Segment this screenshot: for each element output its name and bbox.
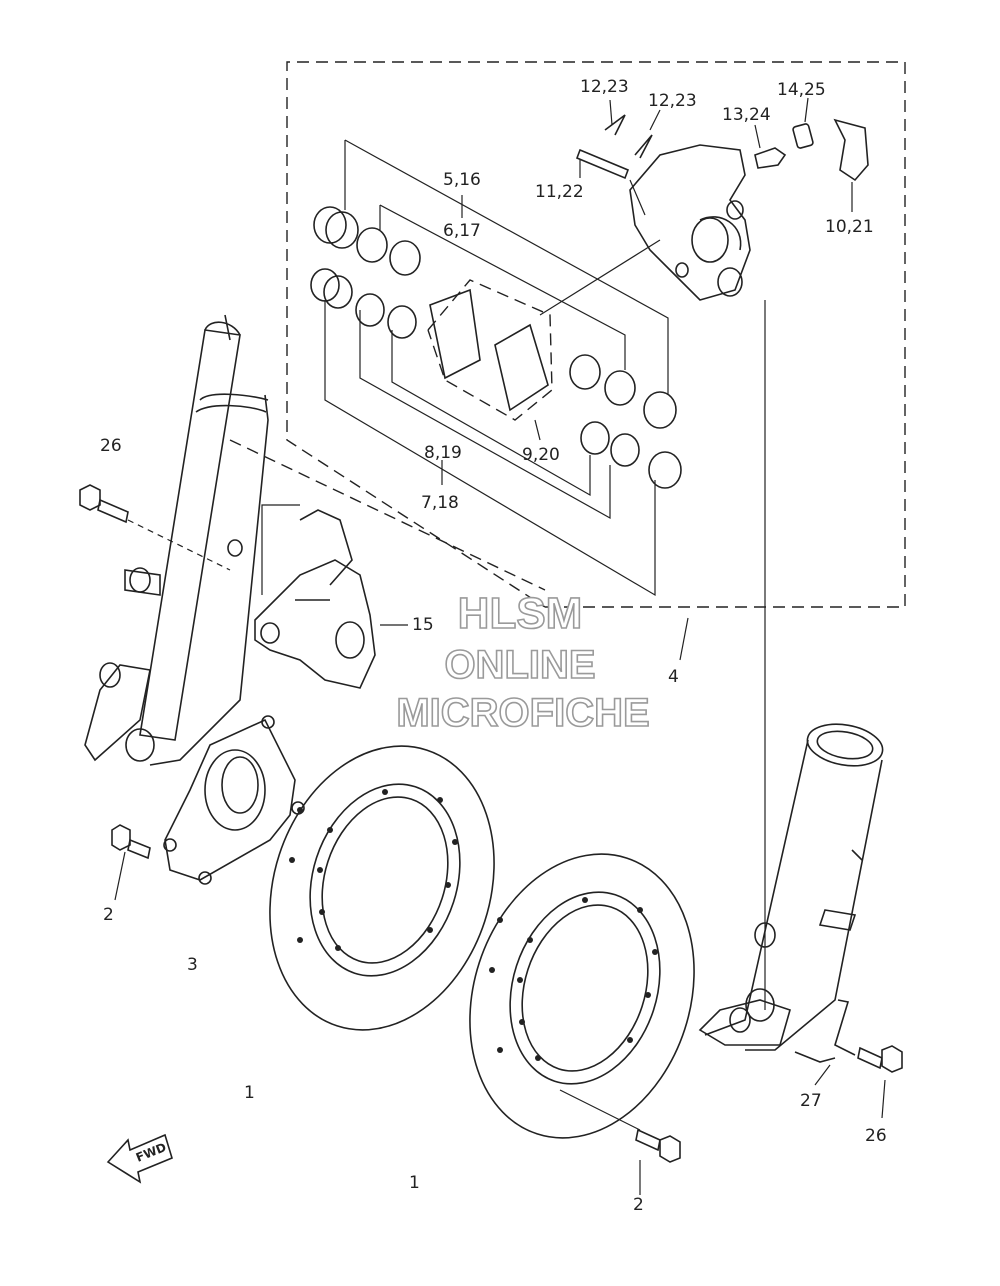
bleed-screw-13-24 [754,124,787,169]
label-3: 3 [187,955,198,975]
label-26a: 26 [100,436,122,456]
spring-10-21 [833,118,869,212]
leader-lines [324,139,689,661]
brake-disc-1-left [269,745,495,1031]
label-6-17: 6,17 [443,221,481,241]
brake-pads [427,279,553,421]
label-8-19: 8,19 [424,443,462,463]
caliper-kit-boundary [229,61,906,608]
label-4: 4 [668,667,679,687]
bolt-2-left [111,824,151,901]
label-14-25: 14,25 [777,80,826,100]
label-26b: 26 [865,1126,887,1146]
brake-disc-1-right [469,853,695,1139]
left-fork-leg [84,314,269,766]
bolt-26-left [79,484,231,571]
cap-14-25 [792,97,814,149]
pistons-and-seals-right [569,354,682,489]
label-2b: 2 [633,1195,644,1215]
bolt-26-right [857,1045,903,1119]
clip-27 [764,300,856,1086]
right-fork-leg [698,723,884,1051]
label-12-23a: 12,23 [580,77,629,97]
front-caliper-assembly [629,144,751,301]
label-27: 27 [800,1091,822,1111]
caliper-15 [254,504,408,689]
label-1a: 1 [244,1083,255,1103]
label-10-21: 10,21 [825,217,874,237]
label-13-24: 13,24 [722,105,771,125]
pistons-and-seals-left [310,206,421,339]
watermark-line-1: HLSM [458,589,583,638]
part-labels: 12,23 12,23 14,25 13,24 5,16 11,22 10,21… [100,77,887,1215]
label-2a: 2 [103,905,114,925]
label-12-23b: 12,23 [648,91,697,111]
pin-11-22 [575,148,630,180]
watermark-line-2: ONLINE [444,643,595,687]
label-15: 15 [412,615,434,635]
clip-12-23 [604,99,661,159]
label-9-20: 9,20 [522,445,560,465]
watermark-line-3: MICROFICHE [396,691,649,735]
bolt-2-right [559,1089,681,1195]
label-11-22: 11,22 [535,182,584,202]
watermark: HLSM ONLINE MICROFICHE [396,588,651,736]
label-1b: 1 [409,1173,420,1193]
label-7-18: 7,18 [421,493,459,513]
disc-bracket-3 [163,715,305,885]
forward-arrow-icon: FWD [106,1133,173,1184]
label-5-16: 5,16 [443,170,481,190]
